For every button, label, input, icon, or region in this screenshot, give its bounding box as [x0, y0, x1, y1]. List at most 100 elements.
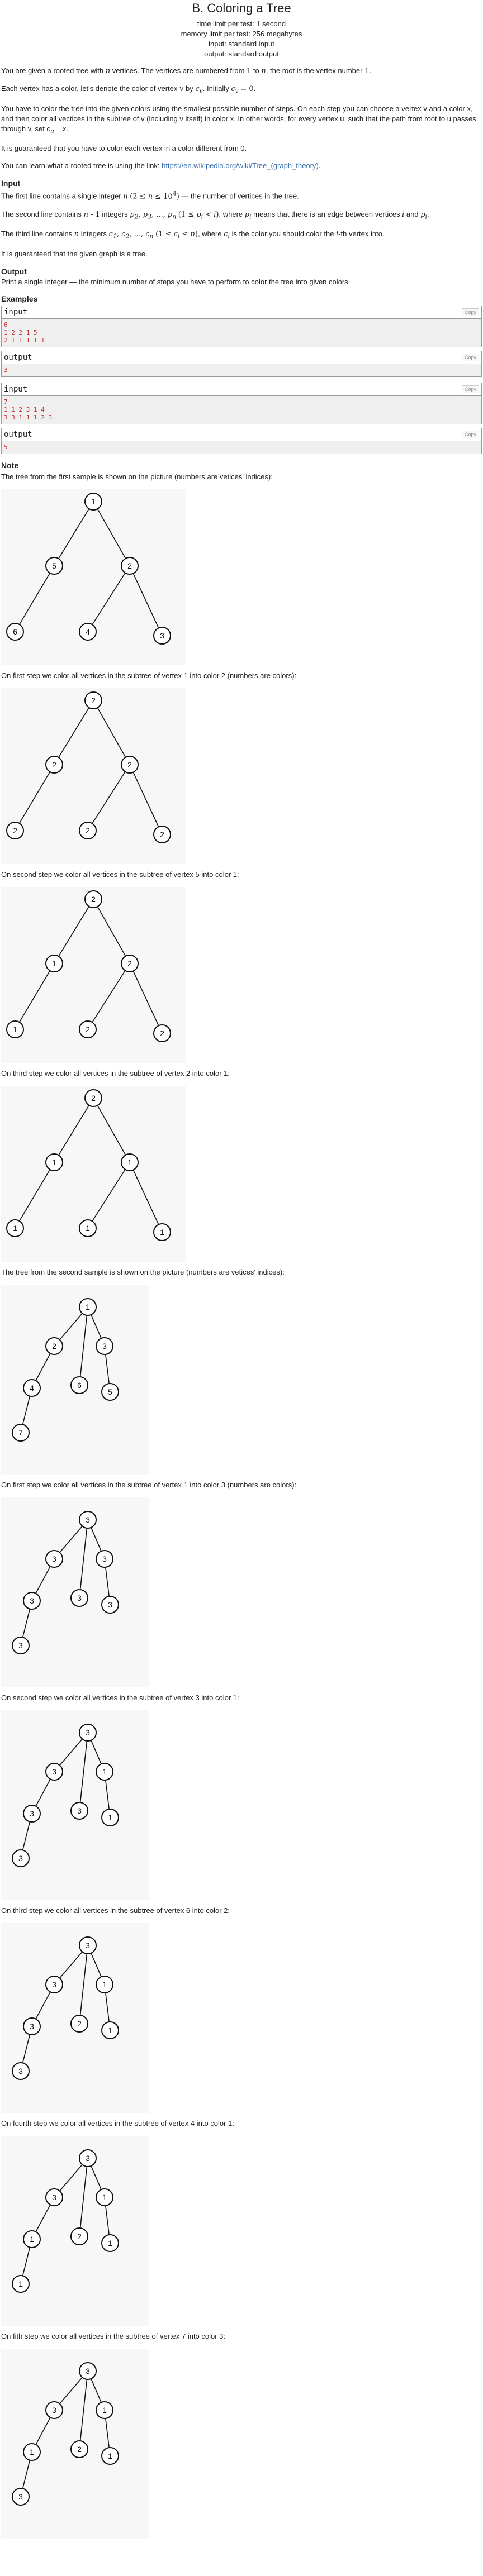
copy-button[interactable]: Copy — [461, 385, 479, 393]
tree-node-label: 2 — [13, 826, 17, 835]
tree-edge — [93, 501, 130, 566]
tree-node — [6, 1020, 24, 1038]
tree-node — [79, 1510, 97, 1529]
sample-input-text: 6 1 2 2 1 5 2 1 1 1 1 1 — [2, 318, 481, 347]
tree-node — [96, 1975, 113, 1993]
tree-node — [23, 2230, 41, 2248]
tree-edge — [15, 963, 55, 1030]
tree-edge — [15, 1162, 55, 1229]
copy-button[interactable]: Copy — [461, 308, 479, 316]
tree-node — [101, 2446, 119, 2465]
input-paragraph: The third line contains n integers c1, c… — [1, 230, 385, 240]
tree-node-label: 1 — [91, 497, 96, 506]
tree-node-label: 2 — [160, 1029, 164, 1038]
tree-node-label: 3 — [30, 1809, 34, 1818]
output-label: output — [4, 430, 32, 439]
tree-node-label: 3 — [18, 2067, 23, 2076]
tree-node — [79, 1723, 97, 1742]
tree-node-label: 3 — [86, 2154, 90, 2163]
tree-node-label: 3 — [86, 1941, 90, 1950]
tree-node — [23, 1378, 41, 1397]
tree-node-label: 3 — [52, 1767, 56, 1776]
tree-node-label: 2 — [52, 760, 56, 769]
tree-node-label: 2 — [127, 959, 132, 968]
tree-node — [23, 2443, 41, 2461]
tree-edge — [15, 565, 55, 632]
tree-node — [6, 622, 24, 641]
tree-node — [12, 1636, 30, 1654]
tree-node-label: 2 — [77, 2232, 82, 2241]
tree-node — [79, 1020, 97, 1038]
tree-edge — [93, 700, 130, 765]
tree-node — [79, 1219, 97, 1237]
tree-node — [153, 1024, 171, 1042]
tree-node-label: 1 — [13, 1224, 17, 1233]
wiki-link[interactable]: https://en.wikipedia.org/wiki/Tree_(grap… — [162, 161, 319, 170]
tree-edge — [129, 565, 163, 636]
tree-node-label: 1 — [108, 2239, 112, 2248]
tree-edge — [87, 963, 130, 1030]
tree-node — [84, 492, 102, 511]
tree-edge — [129, 764, 163, 835]
input-paragraph: The second line contains n - 1 integers … — [1, 209, 429, 221]
tree-node-label: 4 — [30, 1384, 34, 1392]
time-limit: time limit per test: 1 second — [197, 20, 286, 28]
tree-edge — [93, 1098, 130, 1163]
tree-node-label: 7 — [18, 1428, 23, 1437]
tree-node-label: 3 — [18, 2492, 23, 2501]
tree-node — [12, 1423, 30, 1442]
tree-edge — [87, 764, 130, 831]
tree-node — [153, 626, 171, 645]
statement-paragraph: You have to color the tree into the give… — [1, 104, 476, 135]
tree-node — [12, 2274, 30, 2293]
tree-node-label: 2 — [52, 1342, 56, 1351]
tree-node — [96, 1337, 113, 1355]
tree-node — [45, 1549, 63, 1568]
copy-button[interactable]: Copy — [461, 430, 479, 438]
tree-node — [153, 1223, 171, 1241]
note-paragraph: On fith step we color all vertices in th… — [1, 2331, 226, 2340]
tree-edge — [79, 1519, 88, 1598]
copy-button[interactable]: Copy — [461, 353, 479, 361]
tree-node-label: 1 — [18, 2279, 23, 2288]
tree-node-label: 4 — [86, 627, 90, 636]
tree-node — [70, 2014, 88, 2033]
tree-node — [79, 622, 97, 641]
tree-node — [96, 1549, 113, 1568]
tree-node — [45, 556, 63, 575]
statement-paragraph: You can learn what a rooted tree is usin… — [1, 161, 321, 170]
tree-node — [45, 1975, 63, 1993]
output-paragraph: Print a single integer — the minimum num… — [1, 277, 351, 286]
tree-node — [70, 1376, 88, 1394]
output-heading: Output — [1, 266, 27, 276]
tree-node — [79, 821, 97, 839]
tree-node — [121, 954, 139, 972]
tree-edge — [79, 1732, 88, 1811]
tree-node-label: 3 — [86, 1728, 90, 1737]
tree-node — [79, 1936, 97, 1954]
tree-node-label: 3 — [30, 2022, 34, 2031]
output-label: output — [4, 352, 32, 362]
statement-paragraph: It is guaranteed that you have to color … — [1, 144, 247, 153]
tree-node-label: 2 — [91, 696, 96, 705]
note-paragraph: On fourth step we color all vertices in … — [1, 2119, 234, 2127]
tree-edge — [87, 565, 130, 632]
tree-node — [84, 691, 102, 709]
note-paragraph: The tree from the first sample is shown … — [1, 472, 273, 481]
tree-node-label: 1 — [86, 1303, 90, 1311]
note-paragraph: On first step we color all vertices in t… — [1, 671, 297, 680]
tree-node — [70, 1801, 88, 1820]
tree-node-label: 1 — [108, 2451, 112, 2460]
tree-node — [101, 1595, 119, 1614]
tree-node-label: 2 — [77, 2445, 82, 2454]
tree-node-label: 1 — [30, 2448, 34, 2456]
input-paragraph: The first line contains a single integer… — [1, 190, 299, 201]
